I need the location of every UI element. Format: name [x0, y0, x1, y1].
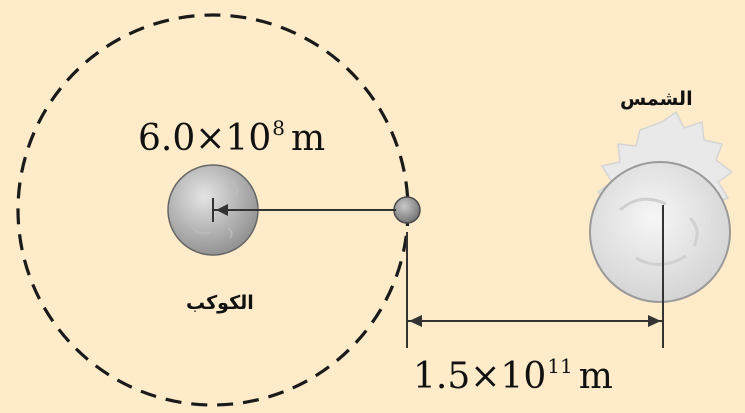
sun-body: [589, 161, 731, 303]
sun-texture: [618, 197, 699, 266]
orbit-radius-unit: m: [290, 118, 326, 159]
sun-distance-times: ×10: [470, 356, 547, 397]
sun-distance-unit: m: [578, 356, 613, 397]
orbit-radius-times: ×10: [195, 118, 272, 159]
sun-distance-exponent: 11: [547, 354, 573, 378]
sun-distance-mantissa: 1.5: [413, 356, 471, 397]
planet-label: الكوكب: [186, 292, 254, 314]
distance-arrow-left: [409, 315, 422, 327]
sun-label: الشمس: [620, 88, 693, 110]
distance-arrow-right: [648, 315, 661, 327]
planet-texture: [189, 179, 239, 239]
moon-body: [393, 196, 421, 224]
orbit-radius-exponent: 8: [272, 116, 285, 140]
orbit-radius-mantissa: 6.0: [138, 118, 196, 159]
radius-arrowhead: [216, 204, 228, 216]
